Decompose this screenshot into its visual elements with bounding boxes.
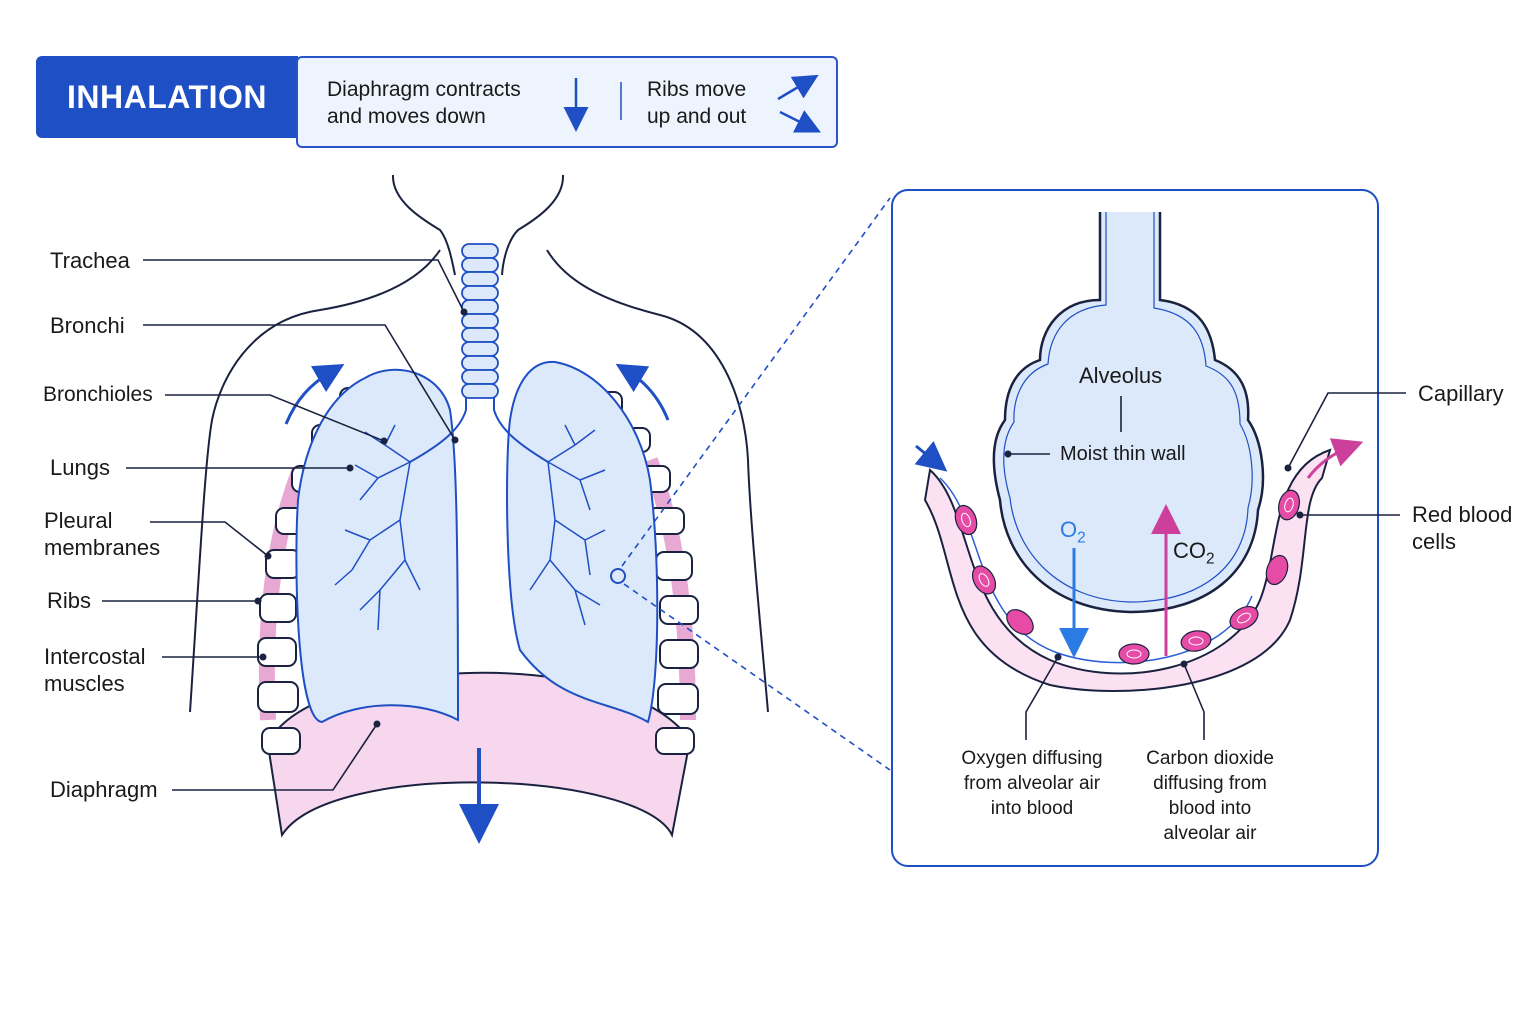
inset-leaders [1008, 392, 1406, 740]
label-dots [254, 308, 468, 728]
label-diaphragm: Diaphragm [50, 777, 158, 802]
inhalation-summary-box [296, 56, 838, 148]
label-moist-thin-wall: Moist thin wall [1060, 443, 1186, 465]
label-pleural-membranes: Pleural membranes [44, 508, 161, 560]
alveolus [992, 212, 1265, 614]
zoom-lines [621, 197, 891, 771]
label-bronchi: Bronchi [50, 313, 125, 338]
label-carbon-dioxide-diffusing: Carbon dioxide diffusing from blood into… [1146, 748, 1274, 844]
label-capillary: Capillary [1418, 381, 1504, 406]
blood-out-arrow-icon [1306, 438, 1364, 479]
right-lung [506, 360, 659, 724]
header-outward-arrows-icon [777, 74, 821, 133]
label-leaders [102, 259, 465, 791]
bronchi [409, 398, 549, 463]
rib-upward-arrows-icon [284, 363, 670, 425]
label-alveolus: Alveolus [1079, 363, 1163, 388]
label-red-blood-cells: Red blood cells [1412, 502, 1513, 554]
label-o2: O2 [1060, 517, 1086, 547]
red-blood-cells [954, 489, 1301, 665]
inset-dots [1004, 450, 1304, 668]
label-trachea: Trachea [50, 248, 130, 273]
trachea [461, 243, 499, 399]
label-ribs: Ribs [47, 588, 92, 613]
bronchioles [334, 424, 606, 631]
label-lungs: Lungs [50, 455, 110, 480]
label-bronchioles: Bronchioles [43, 383, 153, 406]
diaphragm-summary: Diaphragm contracts and moves down [327, 78, 521, 128]
left-lung [295, 368, 460, 724]
ribs-summary: Ribs move up and out [647, 78, 747, 128]
alveolus-zoom-marker [610, 568, 626, 584]
label-co2: CO2 [1173, 538, 1215, 568]
label-oxygen-diffusing: Oxygen diffusing from alveolar air into … [961, 748, 1103, 819]
blood-in-arrow-icon [914, 440, 948, 472]
rbc-highlights [961, 497, 1294, 659]
inhalation-title: INHALATION [36, 56, 298, 138]
label-intercostal-muscles: Intercostal muscles [44, 644, 146, 696]
alveolus-wall-inner [1003, 212, 1253, 603]
body-outline [189, 174, 769, 713]
